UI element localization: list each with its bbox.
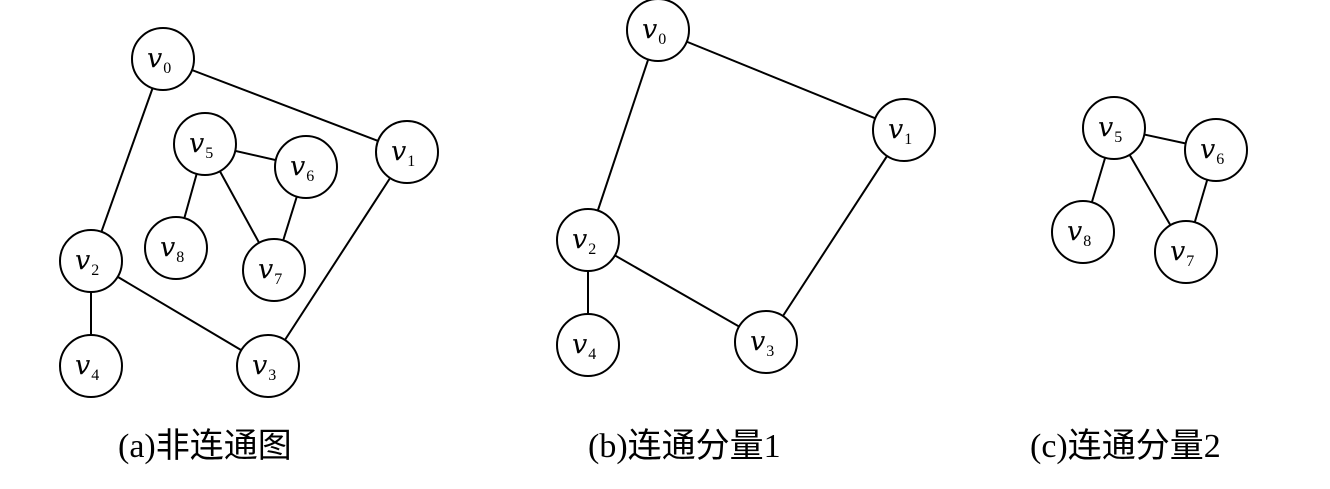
node-label: v0 <box>147 43 171 77</box>
node-circle <box>59 229 123 293</box>
node-a-v0: v0 <box>131 27 195 91</box>
node-circle <box>1051 200 1115 264</box>
edge-b-v2-v3 <box>587 239 767 343</box>
node-circle <box>1184 118 1248 182</box>
node-circle <box>59 334 123 398</box>
node-circle <box>1082 96 1146 160</box>
node-a-v8: v8 <box>144 216 208 280</box>
caption-panel-c: (c)连通分量2 <box>1030 428 1221 465</box>
edge-b-v1-v3 <box>765 129 905 343</box>
node-label: v6 <box>290 151 314 185</box>
node-label: v2 <box>572 224 596 258</box>
caption-panel-b: (b)连通分量1 <box>588 428 781 465</box>
node-circle <box>236 334 300 398</box>
node-label: v3 <box>252 350 276 384</box>
edge-b-v0-v1 <box>657 29 905 131</box>
node-a-v6: v6 <box>274 135 338 199</box>
node-a-v5: v5 <box>173 112 237 176</box>
node-circle <box>144 216 208 280</box>
node-circle <box>274 135 338 199</box>
node-label: v1 <box>391 136 415 170</box>
node-circle <box>131 27 195 91</box>
node-label: v3 <box>750 326 774 360</box>
node-circle <box>173 112 237 176</box>
node-b-v3: v3 <box>734 310 798 374</box>
node-circle <box>556 313 620 377</box>
node-a-v1: v1 <box>375 120 439 184</box>
node-c-v8: v8 <box>1051 200 1115 264</box>
node-label: v4 <box>572 329 596 363</box>
node-label: v2 <box>75 245 99 279</box>
node-circle <box>1154 220 1218 284</box>
nodes-layer: v0 v1 v2 v3 v4 v5 v6 v7 v8 v0 v1 v2 v3 v4 v5 v6 v7 v8 <box>59 0 1248 398</box>
node-label: v8 <box>1067 216 1091 250</box>
node-a-v4: v4 <box>59 334 123 398</box>
node-label: v1 <box>888 114 912 148</box>
node-label: v0 <box>642 14 666 48</box>
node-label: v7 <box>1170 236 1194 270</box>
node-circle <box>242 238 306 302</box>
node-b-v1: v1 <box>872 98 936 162</box>
node-label: v7 <box>258 254 282 288</box>
edge-a-v1-v3 <box>267 151 408 367</box>
edge-a-v0-v1 <box>162 58 408 153</box>
node-a-v7: v7 <box>242 238 306 302</box>
edges-layer <box>90 29 1217 367</box>
edge-a-v0-v2 <box>90 58 164 262</box>
edge-a-v2-v3 <box>90 260 269 367</box>
node-c-v5: v5 <box>1082 96 1146 160</box>
caption-panel-a: (a)非连通图 <box>118 428 292 465</box>
node-circle <box>734 310 798 374</box>
node-c-v6: v6 <box>1184 118 1248 182</box>
node-a-v2: v2 <box>59 229 123 293</box>
node-label: v8 <box>160 232 184 266</box>
node-b-v2: v2 <box>556 208 620 272</box>
node-label: v4 <box>75 350 99 384</box>
node-circle <box>626 0 690 62</box>
node-c-v7: v7 <box>1154 220 1218 284</box>
node-b-v4: v4 <box>556 313 620 377</box>
node-circle <box>375 120 439 184</box>
node-circle <box>556 208 620 272</box>
node-label: v5 <box>189 128 213 162</box>
node-label: v6 <box>1200 134 1224 168</box>
node-label: v5 <box>1098 112 1122 146</box>
edge-b-v0-v2 <box>587 29 659 241</box>
node-b-v0: v0 <box>626 0 690 62</box>
node-a-v3: v3 <box>236 334 300 398</box>
node-circle <box>872 98 936 162</box>
